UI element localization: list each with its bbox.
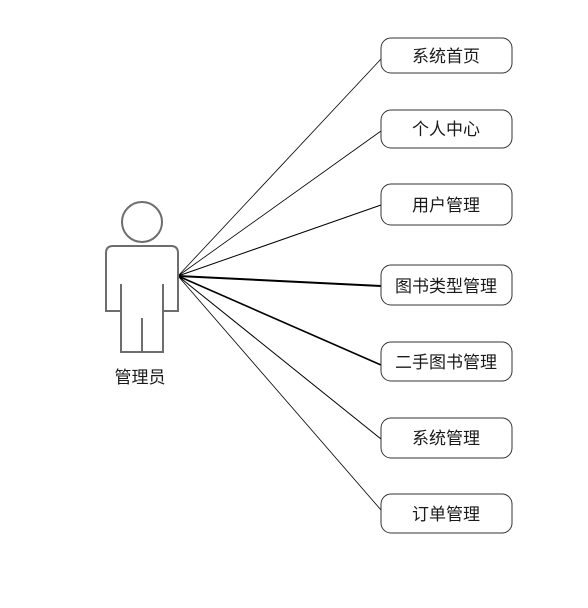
use-case-label: 系统首页 xyxy=(412,47,480,67)
use-cases: 系统首页 个人中心 用户管理 图书类型管理 二手图书管理 系统管理 订单管理 xyxy=(380,37,513,534)
use-case-label: 二手图书管理 xyxy=(395,353,497,373)
use-case-user-management[interactable]: 用户管理 xyxy=(380,183,513,226)
actor-label: 管理员 xyxy=(115,368,166,388)
use-case-book-type-management[interactable]: 图书类型管理 xyxy=(380,264,513,306)
use-case-label: 系统管理 xyxy=(412,429,480,449)
use-case-label: 图书类型管理 xyxy=(395,277,497,297)
use-case-label: 订单管理 xyxy=(412,505,480,525)
use-case-home[interactable]: 系统首页 xyxy=(380,37,513,74)
association-line xyxy=(177,275,382,366)
association-line xyxy=(177,58,382,277)
association-line xyxy=(177,275,382,511)
association-lines xyxy=(177,58,382,511)
association-line xyxy=(177,130,382,277)
use-case-used-book-management[interactable]: 二手图书管理 xyxy=(380,341,513,382)
use-case-order-management[interactable]: 订单管理 xyxy=(380,493,513,534)
use-case-label: 个人中心 xyxy=(412,120,480,140)
association-line xyxy=(177,275,382,440)
association-line xyxy=(177,275,382,287)
use-case-personal-center[interactable]: 个人中心 xyxy=(380,109,513,149)
use-case-system-management[interactable]: 系统管理 xyxy=(380,417,513,459)
person-icon xyxy=(105,201,179,353)
actor: 管理员 xyxy=(105,201,179,388)
association-line xyxy=(177,204,382,277)
use-case-label: 用户管理 xyxy=(412,196,480,216)
